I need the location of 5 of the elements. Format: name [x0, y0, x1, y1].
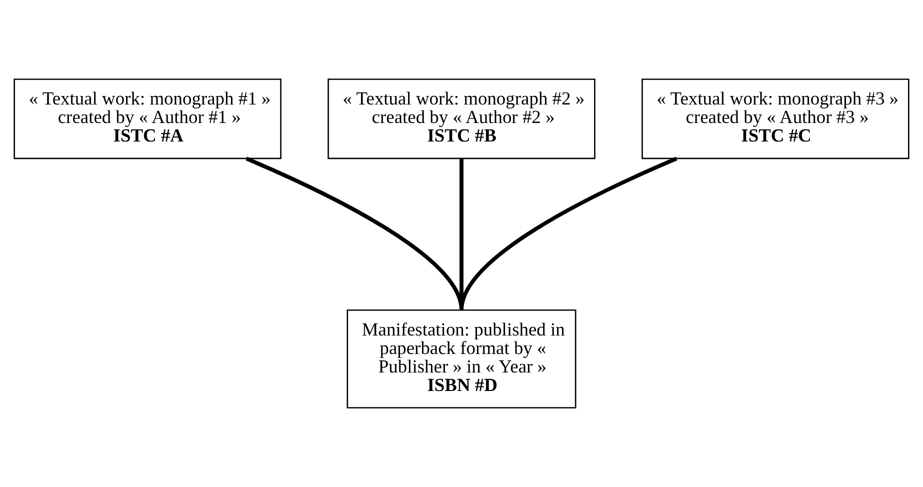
- connector: [460, 156, 678, 310]
- node-box: Manifestation: published in paperback format by « Publisher » in « Year » ISBN #D: [346, 309, 576, 408]
- node-box: « Textual work: monograph #1 » created by « Author #1 » ISTC #A: [14, 78, 282, 160]
- node-box: « Textual work: monograph #2 » created by « Author #2 » ISTC #B: [328, 78, 596, 160]
- node-box: « Textual work: monograph #3 » created by « Author #3 » ISTC #C: [642, 78, 910, 160]
